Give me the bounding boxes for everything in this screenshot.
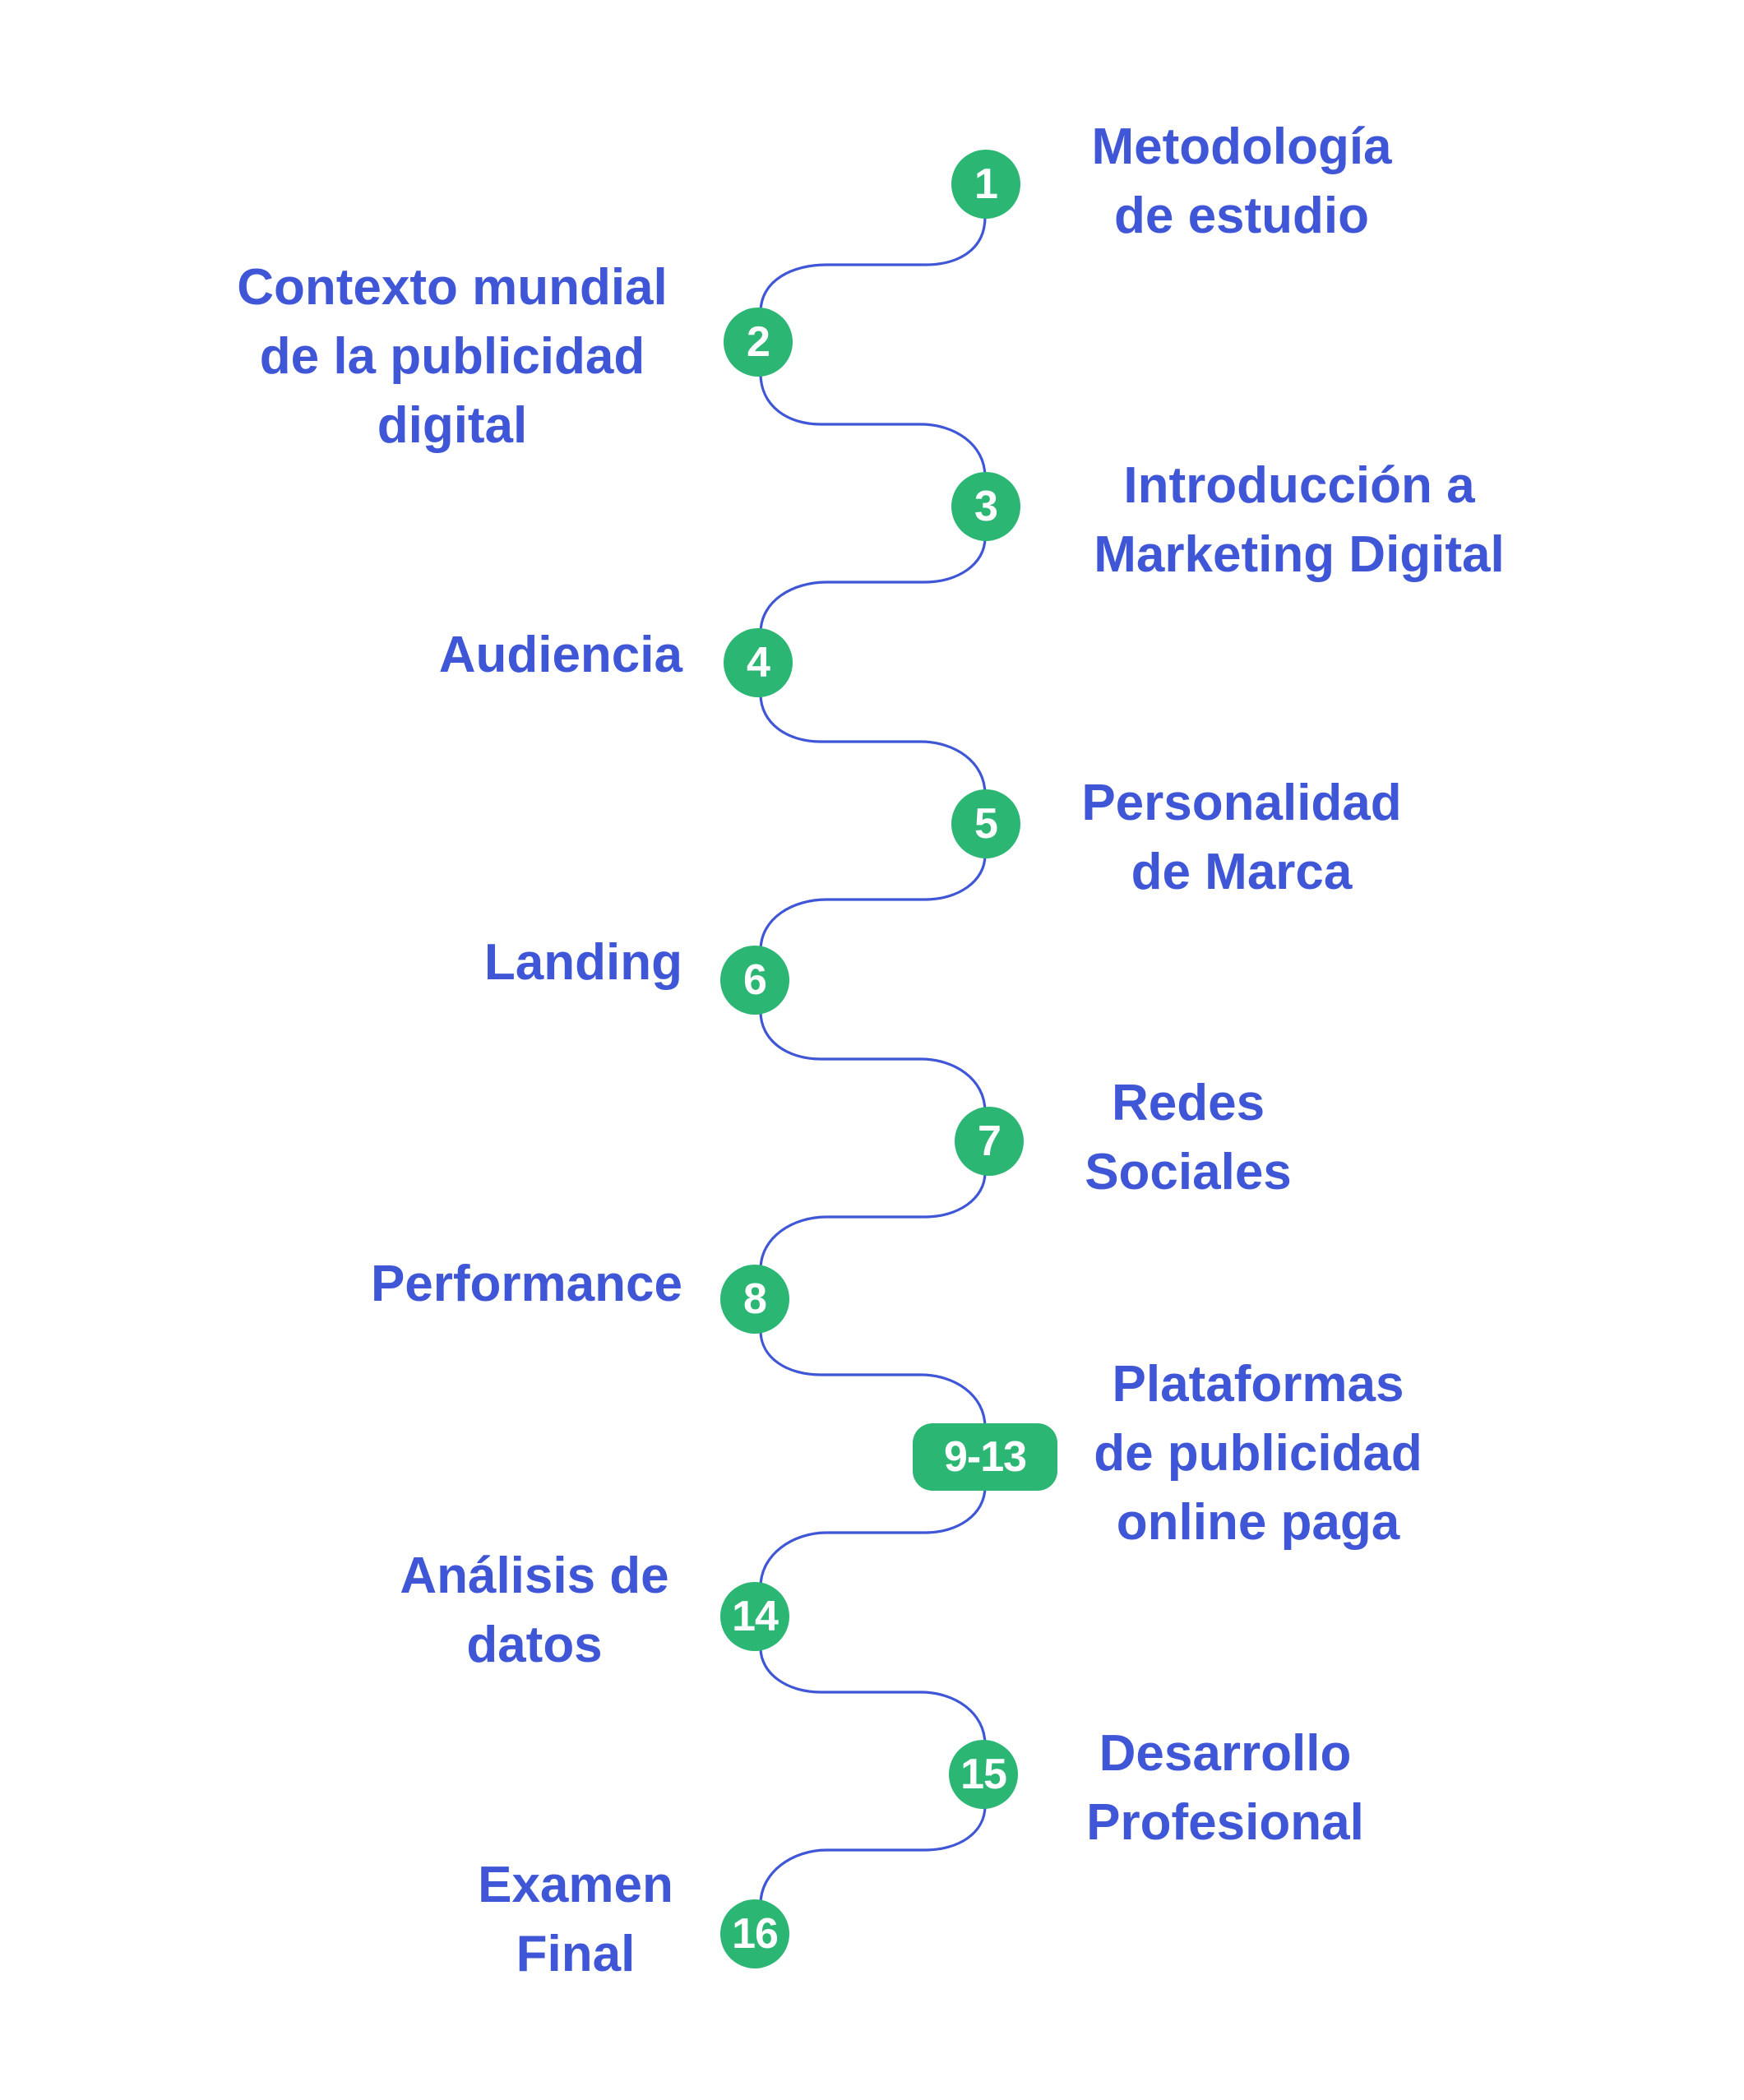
- label-line: Redes: [1111, 1075, 1265, 1131]
- connector-5-6: [759, 853, 987, 952]
- connector-14-15: [759, 1646, 987, 1746]
- label-line: Landing: [483, 934, 682, 991]
- label-line: Sociales: [1085, 1144, 1292, 1200]
- step-15-badge: 15: [949, 1740, 1018, 1809]
- connector-7-8: [759, 1171, 987, 1271]
- label-line: Audiencia: [438, 627, 682, 683]
- label-line: Marketing Digital: [1094, 526, 1505, 583]
- step-5-label: Personalidad de Marca: [1061, 769, 1422, 907]
- step-16-badge: 16: [720, 1899, 789, 1968]
- step-3-label: Introducción a Marketing Digital: [1061, 451, 1538, 590]
- step-14-label: Análisis de datos: [370, 1542, 699, 1680]
- step-4-badge: 4: [724, 628, 793, 697]
- label-line: Plataformas: [1112, 1356, 1404, 1413]
- connector-15-16: [759, 1804, 987, 1906]
- step-7-label: Redes Sociales: [1061, 1069, 1316, 1207]
- label-line: Profesional: [1086, 1794, 1364, 1851]
- step-8-badge: 8: [720, 1265, 789, 1334]
- label-line: Performance: [370, 1256, 682, 1312]
- connector-9-14: [759, 1485, 987, 1589]
- connector-3-4: [759, 536, 987, 635]
- label-line: de Marca: [1131, 844, 1353, 900]
- label-line: de estudio: [1113, 187, 1370, 244]
- label-line: Desarrollo: [1099, 1725, 1352, 1782]
- label-line: Final: [516, 1926, 636, 1982]
- step-4-label: Audiencia: [354, 621, 682, 690]
- connector-8-9: [759, 1329, 987, 1429]
- step-7-badge: 7: [955, 1107, 1024, 1176]
- step-16-label: Examen Final: [448, 1851, 703, 1989]
- label-line: digital: [377, 397, 528, 454]
- step-2-badge: 2: [724, 308, 793, 377]
- step-3-badge: 3: [951, 472, 1020, 541]
- step-6-label: Landing: [354, 928, 682, 997]
- label-line: Examen: [478, 1857, 673, 1913]
- label-line: datos: [466, 1617, 603, 1673]
- step-15-label: Desarrollo Profesional: [1061, 1719, 1390, 1857]
- label-line: Introducción a: [1123, 457, 1475, 514]
- connector-4-5: [759, 692, 987, 796]
- label-line: Personalidad: [1081, 775, 1402, 831]
- connector-1-2: [759, 215, 987, 314]
- step-8-label: Performance: [312, 1250, 682, 1319]
- step-1-badge: 1: [951, 150, 1020, 219]
- step-5-badge: 5: [951, 789, 1020, 858]
- label-line: de publicidad: [1094, 1425, 1422, 1482]
- step-6-badge: 6: [720, 946, 789, 1015]
- step-1-label: Metodología de estudio: [1061, 113, 1422, 251]
- label-line: Contexto mundial: [237, 259, 668, 316]
- step-9-13-badge: 9-13: [913, 1423, 1057, 1491]
- step-9-13-label: Plataformas de publicidad online paga: [1069, 1350, 1447, 1557]
- step-2-label: Contexto mundial de la publicidad digita…: [214, 253, 691, 460]
- connector-6-7: [759, 1010, 987, 1113]
- label-line: Análisis de: [400, 1547, 669, 1604]
- step-14-badge: 14: [720, 1582, 789, 1651]
- connector-2-3: [759, 372, 987, 479]
- label-line: online paga: [1116, 1494, 1400, 1551]
- label-line: Metodología: [1091, 118, 1392, 175]
- label-line: de la publicidad: [259, 328, 645, 385]
